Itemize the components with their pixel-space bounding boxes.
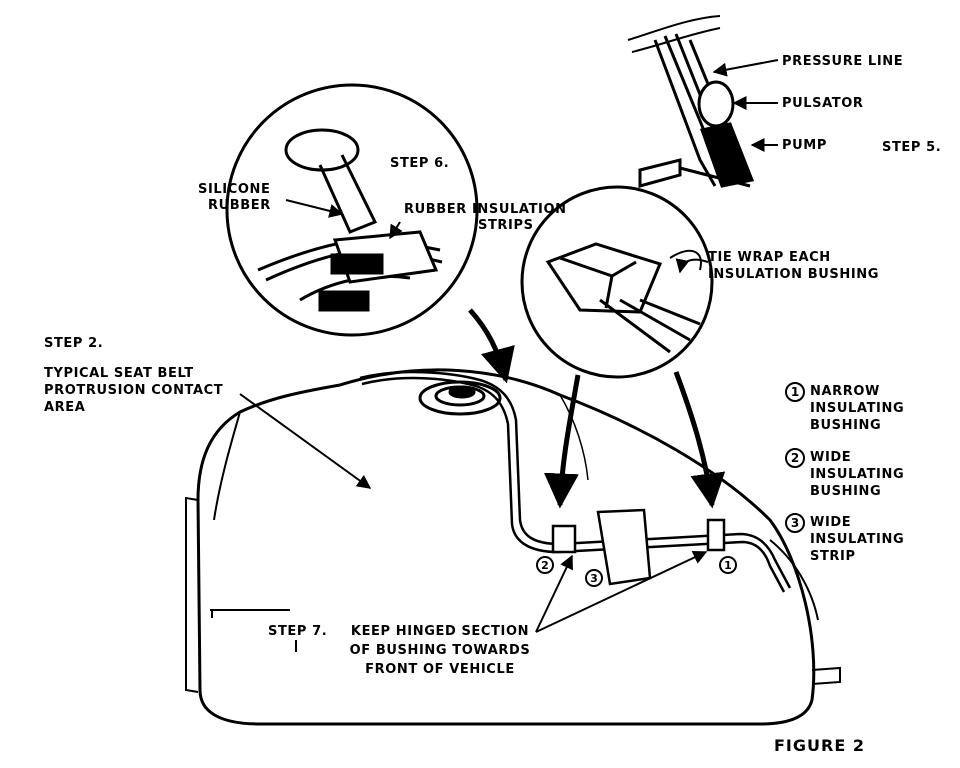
pulsator-label: PULSATOR xyxy=(782,96,864,111)
callout-circle-1 xyxy=(719,556,737,574)
legend-1-line-3: BUSHING xyxy=(810,418,882,433)
inset-circle-left xyxy=(225,83,479,337)
step2-line-2: PROTRUSION CONTACT xyxy=(44,383,224,398)
tie-wrap-leader xyxy=(675,258,709,274)
legend-2-line-1: WIDE xyxy=(810,450,852,465)
inset-circle-right xyxy=(520,185,714,379)
callout-2: 2 xyxy=(541,559,549,572)
step6-title: STEP 6. xyxy=(390,156,450,171)
fuel-tank xyxy=(185,368,841,726)
legend-3-line-2: INSULATING xyxy=(810,532,905,547)
bushing-detail xyxy=(545,242,702,354)
figure-title: FIGURE 2 xyxy=(774,736,865,755)
silicone-label-2: RUBBER xyxy=(208,198,271,213)
bushings xyxy=(551,508,726,586)
legend-3-line-1: WIDE xyxy=(810,515,852,530)
pump-assembly xyxy=(627,15,755,188)
rubber-strips-label-1: RUBBER INSULATION xyxy=(404,202,567,217)
legend-num-2: 2 xyxy=(791,451,799,465)
callout-circle-2 xyxy=(536,556,554,574)
legend-1-line-2: INSULATING xyxy=(810,401,905,416)
callout-1: 1 xyxy=(724,559,732,572)
pump-label: PUMP xyxy=(782,138,827,153)
step2-title: STEP 2. xyxy=(44,336,104,351)
step2-line-3: AREA xyxy=(44,400,86,415)
step2-line-1: TYPICAL SEAT BELT xyxy=(44,366,194,381)
step5-title: STEP 5. xyxy=(882,140,942,155)
legend-2-line-3: BUSHING xyxy=(810,484,882,499)
callout-circle-3 xyxy=(585,569,603,587)
pump-leader-arrows xyxy=(712,59,779,152)
step7-line-1: KEEP HINGED SECTION xyxy=(350,624,530,639)
silicone-tube xyxy=(284,128,378,234)
tank-filler-neck xyxy=(418,380,502,416)
rubber-strips-label-2: STRIPS xyxy=(478,218,534,233)
tank-callouts xyxy=(536,556,737,587)
inset-left-leaders xyxy=(285,199,403,240)
legend-circles xyxy=(785,382,805,533)
silicone-label-1: SILICONE xyxy=(198,182,271,197)
step7-line-3: FRONT OF VEHICLE xyxy=(365,662,515,677)
tie-wrap-label-2: INSULATION BUSHING xyxy=(708,267,880,282)
seat-belt-arrow xyxy=(239,393,372,489)
legend-num-1: 1 xyxy=(791,385,799,399)
legend-3-line-3: STRIP xyxy=(810,549,856,564)
callout-3: 3 xyxy=(590,572,598,585)
legend-1-line-1: NARROW xyxy=(810,384,880,399)
step7-arrows xyxy=(535,551,708,633)
insulated-line-detail xyxy=(257,230,443,312)
fuel-lines xyxy=(359,370,792,593)
assembly-arrows xyxy=(468,308,726,509)
pressure-line-label: PRESSURE LINE xyxy=(782,54,904,69)
step7-title: STEP 7. xyxy=(268,624,328,639)
step7-line-2: OF BUSHING TOWARDS xyxy=(349,643,531,658)
legend-2-line-2: INSULATING xyxy=(810,467,905,482)
tie-wrap-label-1: TIE WRAP EACH xyxy=(708,250,831,265)
legend-num-3: 3 xyxy=(791,516,799,530)
